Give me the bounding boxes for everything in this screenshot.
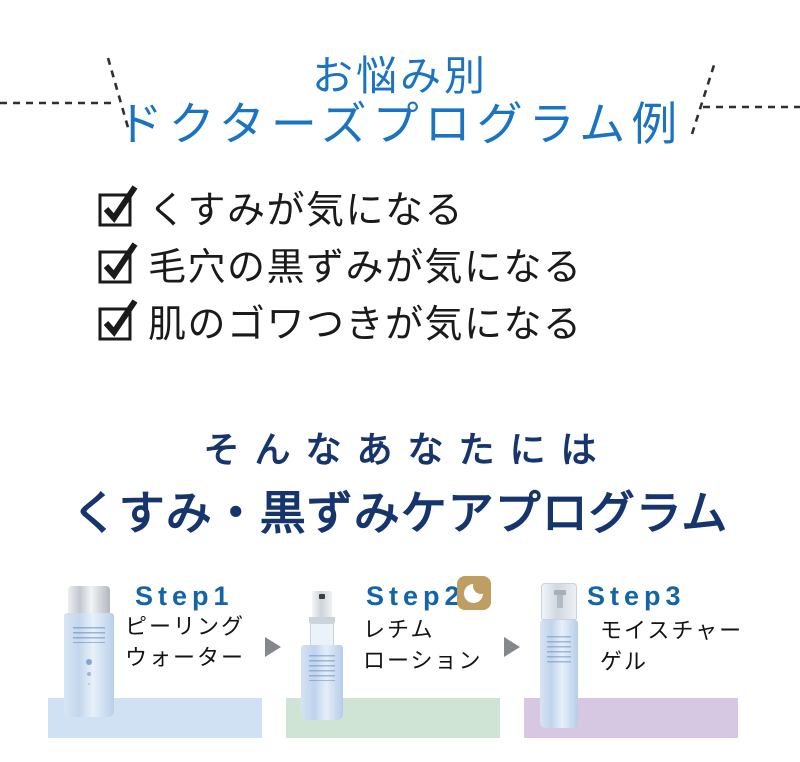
- bottle-cap: [68, 586, 110, 613]
- step3-label: Step3: [587, 581, 686, 611]
- checklist-item: 肌のゴワつきが気になる: [96, 298, 583, 346]
- bottle-clear-cap: [541, 583, 577, 620]
- step1-label: Step1: [135, 581, 234, 611]
- checklist-item: くすみが気になる: [96, 184, 583, 232]
- step3-product-bottle: [540, 583, 578, 728]
- bottle-collar: [309, 617, 335, 623]
- step3-product-name: モイスチャー ゲル: [600, 615, 743, 677]
- step-arrow-icon: [265, 637, 281, 657]
- checked-checkbox-icon: [98, 299, 138, 341]
- concern-checklist: くすみが気になる 毛穴の黒ずみが気になる 肌のゴワつきが気になる: [96, 184, 583, 346]
- product-name-line: ゲル: [600, 649, 649, 674]
- product-name-line: ピーリング: [125, 614, 246, 639]
- product-name-line: モイスチャー: [600, 618, 744, 643]
- checklist-item-label: 毛穴の黒ずみが気になる: [148, 246, 583, 289]
- moon-icon-cutout: [473, 578, 489, 594]
- section-title-line1: お悩み別: [312, 53, 488, 99]
- product-name-line: レチム: [363, 617, 435, 642]
- checklist-item-label: 肌のゴワつきが気になる: [148, 303, 583, 346]
- checklist-item: 毛穴の黒ずみが気になる: [96, 241, 583, 289]
- step1-product-bottle: [64, 586, 114, 717]
- bottle-pump-chamber: [310, 623, 334, 645]
- checklist-item-label: くすみが気になる: [148, 189, 465, 232]
- step2-product-bottle: [301, 591, 343, 720]
- step2-label: Step2: [366, 581, 465, 611]
- recommendation-lead: そんなあなたには: [203, 429, 612, 470]
- night-use-badge: [457, 576, 491, 610]
- step-arrow-icon: [504, 637, 520, 657]
- product-name-line: ローション: [363, 648, 483, 673]
- section-title-line2: ドクターズプログラム例: [116, 98, 684, 150]
- checked-checkbox-icon: [98, 242, 138, 284]
- bottle-body: [301, 645, 343, 720]
- bottle-body: [64, 613, 114, 717]
- step2-product-name: レチム ローション: [363, 614, 483, 676]
- recommendation-title: くすみ・黒ずみケアプログラム: [71, 487, 729, 539]
- step1-product-name: ピーリング ウォーター: [125, 611, 245, 673]
- product-name-line: ウォーター: [125, 645, 246, 670]
- spray-nozzle: [312, 591, 332, 617]
- checked-checkbox-icon: [98, 185, 138, 227]
- bottle-body: [540, 620, 578, 728]
